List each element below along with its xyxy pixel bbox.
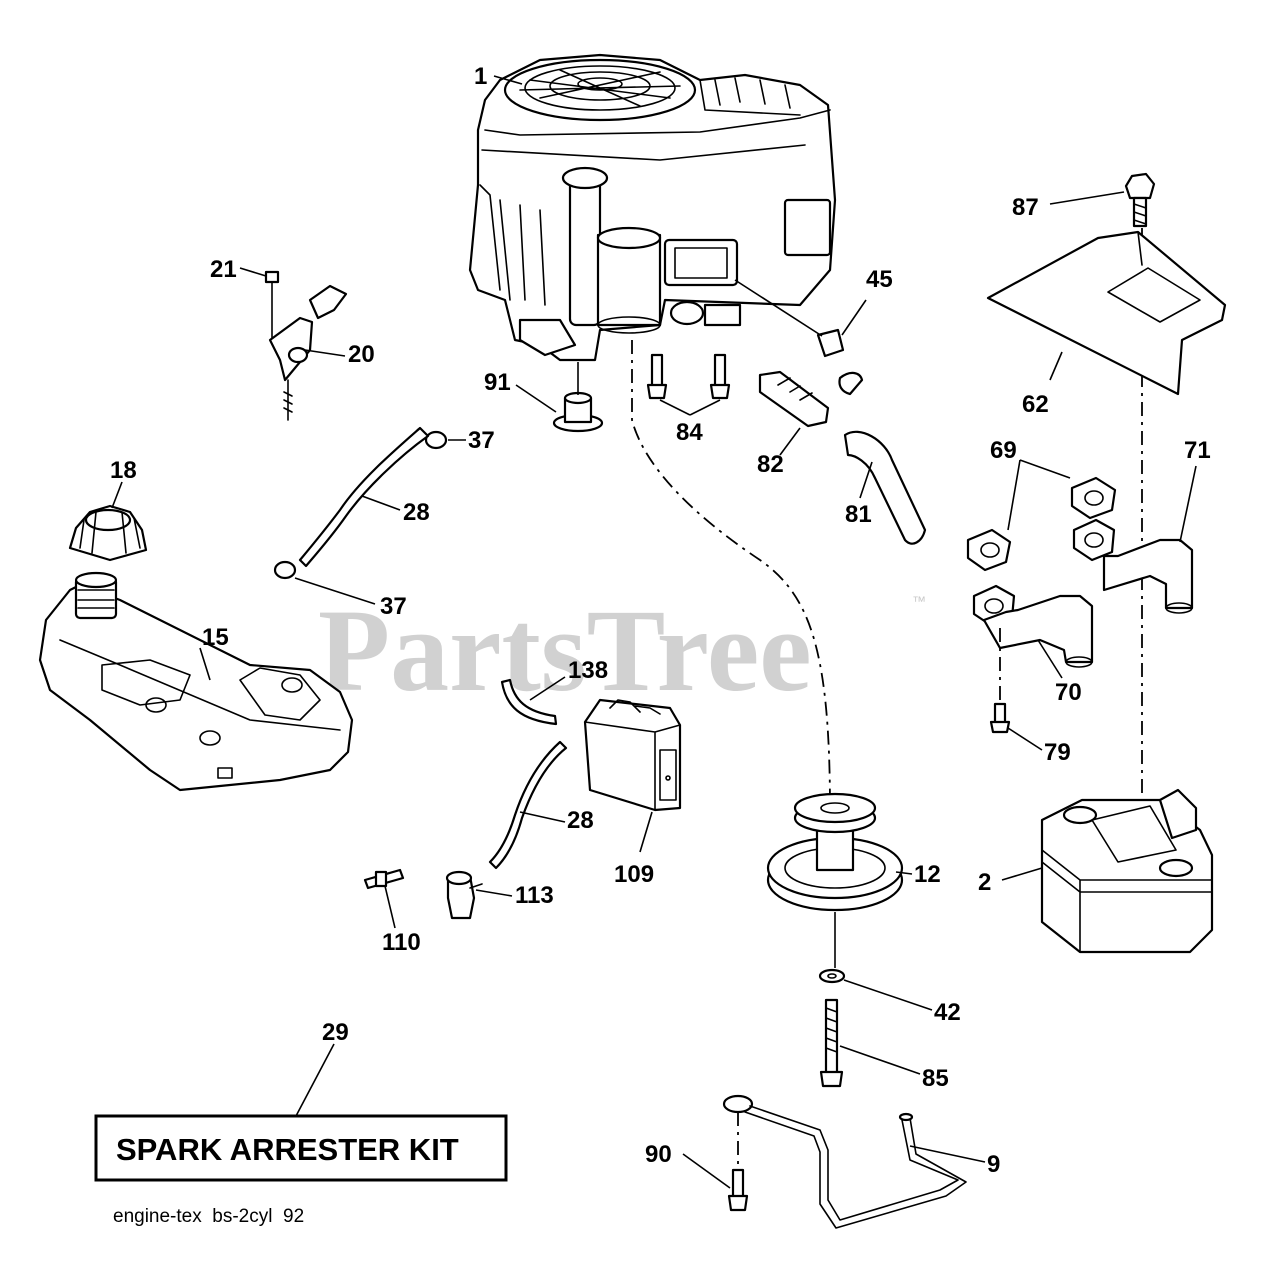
callout-109: 109: [614, 861, 654, 888]
cap-part-45[interactable]: [816, 328, 845, 358]
callout-28-upper: 28: [403, 499, 430, 526]
callout-21: 21: [210, 256, 237, 283]
callout-18: 18: [110, 457, 137, 484]
callout-69: 69: [990, 437, 1017, 464]
bolt-part-85[interactable]: [819, 998, 844, 1088]
callout-1: 1: [474, 63, 487, 90]
fuel-tank-part-15[interactable]: [38, 571, 354, 792]
callout-37-upper: 37: [468, 427, 495, 454]
callout-91: 91: [484, 369, 511, 396]
callout-28-lower: 28: [567, 807, 594, 834]
washer-part-42[interactable]: [818, 968, 846, 984]
screw-part-87[interactable]: [1124, 172, 1156, 228]
heat-shield-part-62[interactable]: [986, 230, 1227, 396]
connector-part-110[interactable]: [363, 868, 405, 890]
bolt-part-90[interactable]: [727, 1168, 749, 1212]
callout-42: 42: [934, 999, 961, 1026]
gasket-part-69-b[interactable]: [966, 528, 1012, 572]
exhaust-pipe-part-70[interactable]: [972, 584, 1094, 668]
gasket-part-69-a[interactable]: [1070, 476, 1117, 520]
watermark-trademark: ™: [912, 593, 926, 609]
callout-70: 70: [1055, 679, 1082, 706]
callout-15: 15: [202, 624, 229, 651]
pulley-part-12[interactable]: [766, 792, 904, 912]
screw-part-79[interactable]: [989, 702, 1011, 734]
callout-29: 29: [322, 1019, 349, 1046]
bushing-part-91[interactable]: [552, 391, 604, 433]
canister-part-109[interactable]: [583, 698, 682, 812]
fuel-line-part-28-lower[interactable]: [488, 740, 568, 870]
clamp-part-37-upper[interactable]: [424, 430, 448, 450]
callout-84: 84: [676, 419, 703, 446]
hose-part-81[interactable]: [843, 430, 927, 545]
screw-part-21[interactable]: [264, 270, 280, 339]
callout-45: 45: [866, 266, 893, 293]
callout-37-lower: 37: [380, 593, 407, 620]
callout-82: 82: [757, 451, 784, 478]
callout-85: 85: [922, 1065, 949, 1092]
muffler-part-2[interactable]: [1040, 788, 1214, 954]
callout-9: 9: [987, 1151, 1000, 1178]
choke-control-part-20[interactable]: [268, 284, 348, 421]
engine-part-1[interactable]: [468, 53, 837, 362]
fitting-part-113[interactable]: [445, 870, 483, 920]
callout-62: 62: [1022, 391, 1049, 418]
fuel-line-part-28-upper[interactable]: [298, 426, 430, 568]
callout-79: 79: [1044, 739, 1071, 766]
callout-138: 138: [568, 657, 608, 684]
spark-arrester-kit-box[interactable]: [94, 1114, 508, 1182]
exhaust-pipe-part-71[interactable]: [1072, 518, 1194, 614]
clamp-part-37-lower[interactable]: [273, 560, 297, 580]
callout-90: 90: [645, 1141, 672, 1168]
callout-20: 20: [348, 341, 375, 368]
callout-71: 71: [1184, 437, 1211, 464]
callout-12: 12: [914, 861, 941, 888]
fuel-filter-part-82[interactable]: [758, 370, 864, 428]
callout-113: 113: [515, 882, 554, 909]
bolts-part-84[interactable]: [646, 353, 731, 400]
callout-2: 2: [978, 869, 991, 896]
vent-line-part-138[interactable]: [500, 678, 558, 726]
spark-arrester-kit-label: SPARK ARRESTER KIT: [116, 1132, 459, 1167]
callout-110: 110: [382, 929, 421, 956]
bracket-part-9[interactable]: [722, 1094, 967, 1229]
callout-81: 81: [845, 501, 872, 528]
watermark-text: PartsTree: [318, 585, 812, 716]
callout-87: 87: [1012, 194, 1039, 221]
diagram-reference-code: engine-tex bs-2cyl 92: [113, 1206, 304, 1227]
fuel-cap-part-18[interactable]: [68, 504, 148, 562]
